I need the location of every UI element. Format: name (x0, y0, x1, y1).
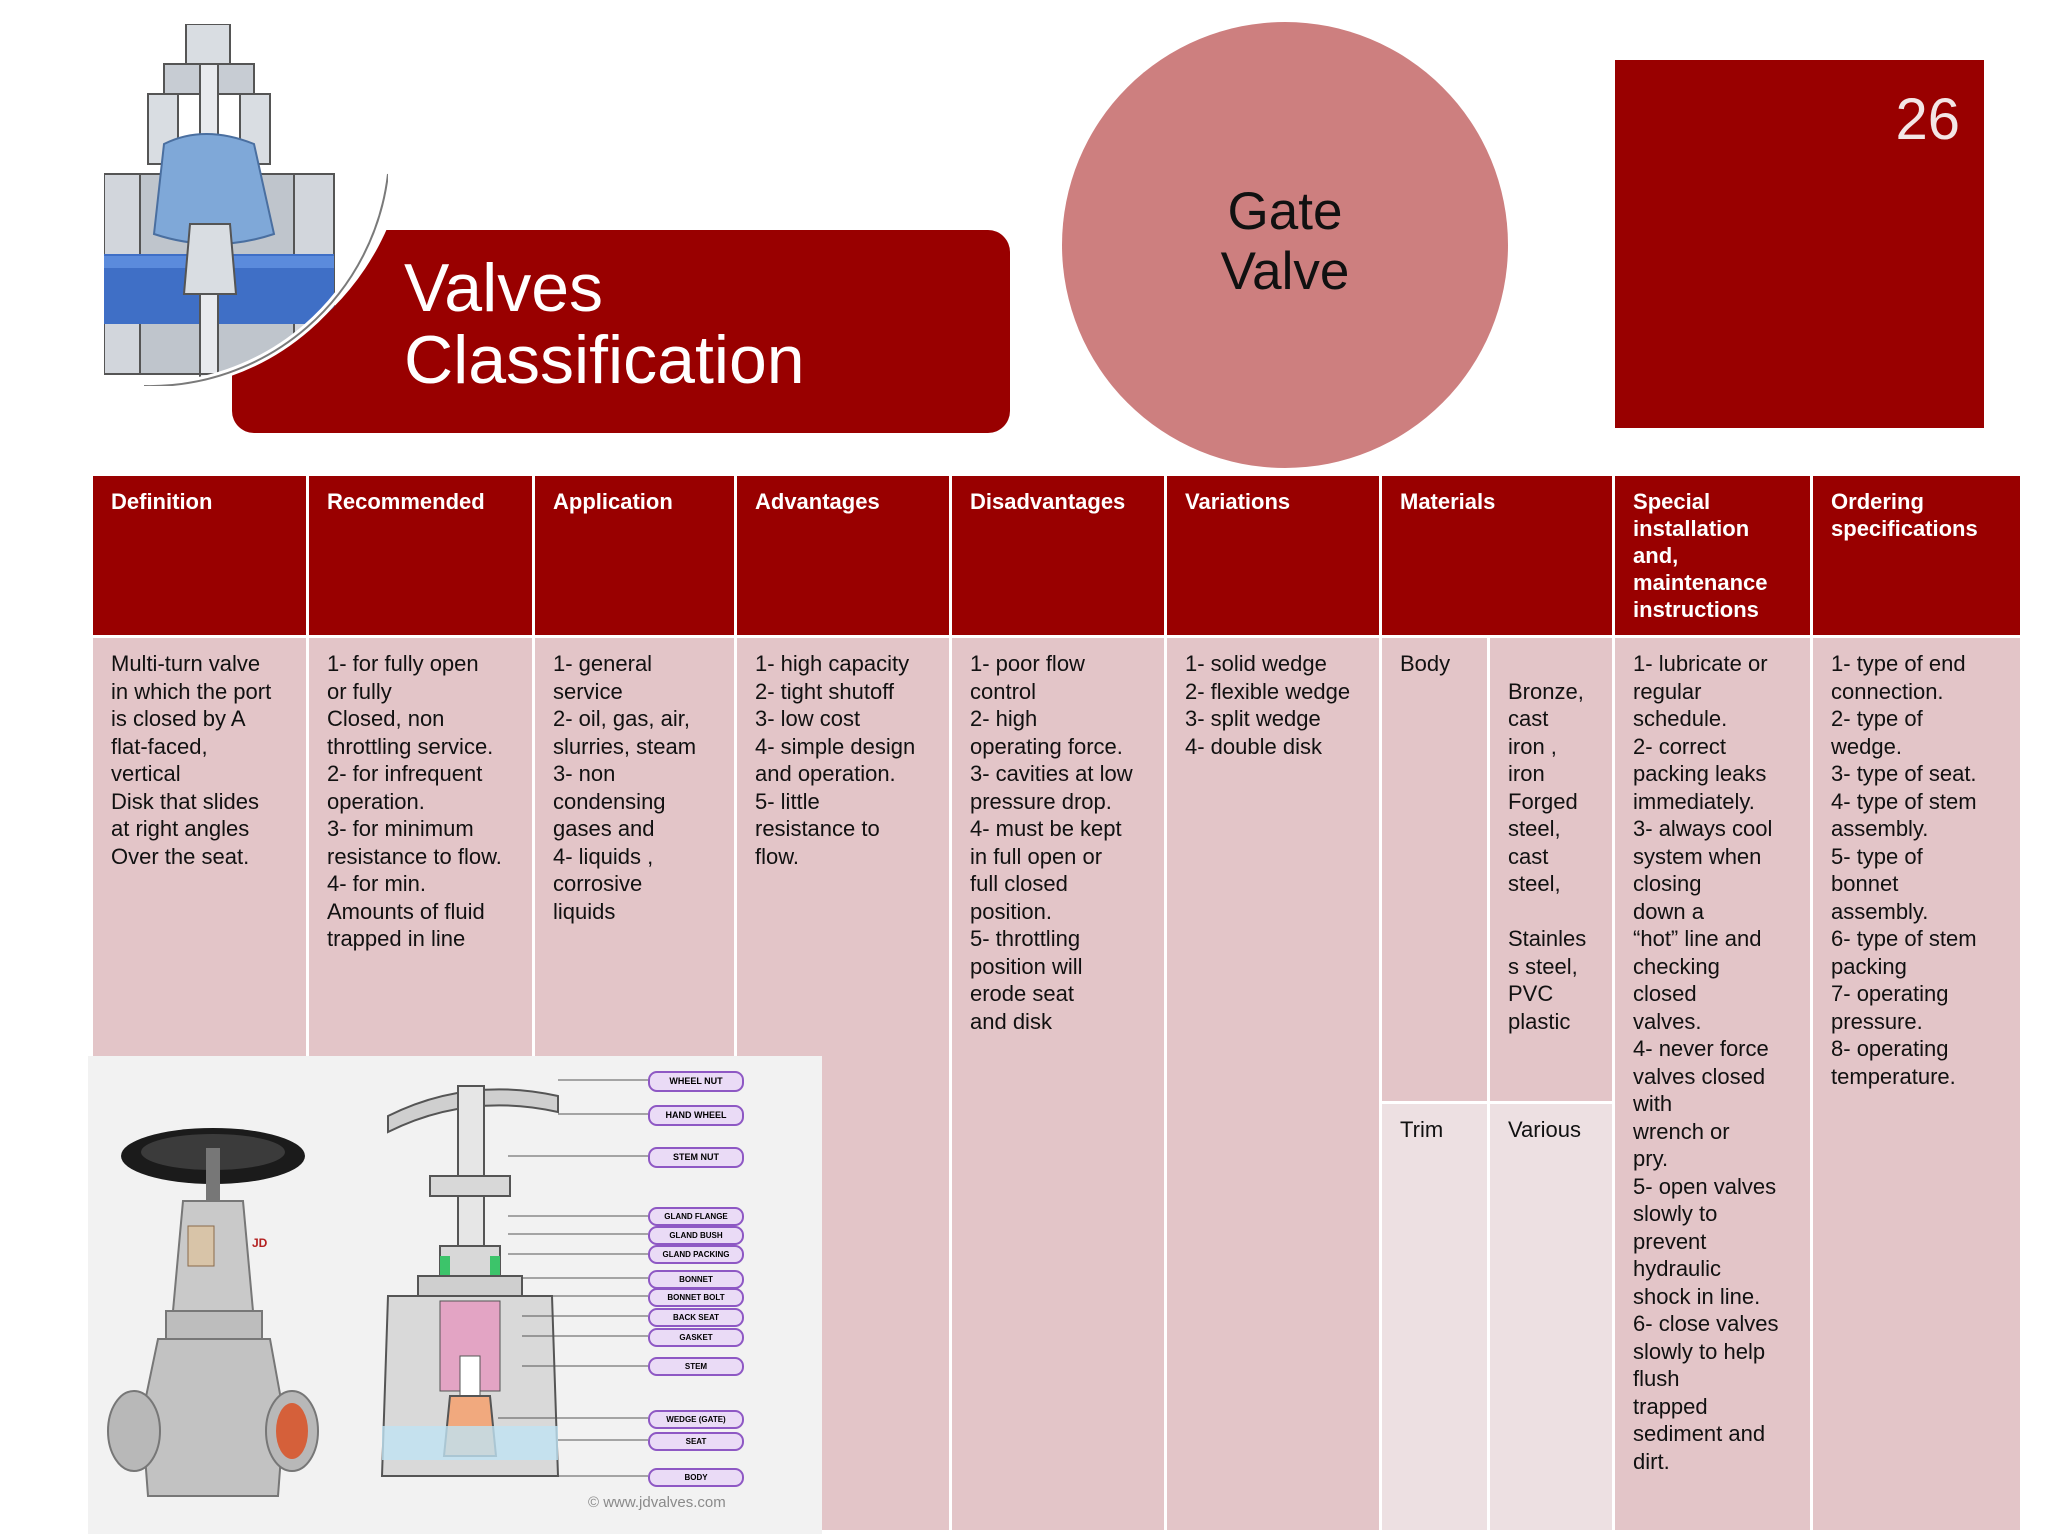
slide-title: Valves Classification (404, 250, 805, 398)
diagram-label: HAND WHEEL (648, 1105, 744, 1126)
diagram-label: BONNET (648, 1270, 744, 1289)
header-recommended: Recommended (309, 476, 532, 635)
cell-special-instructions: 1- lubricate or regular schedule. 2- cor… (1615, 638, 1811, 1530)
cell-variations: 1- solid wedge 2- flexible wedge 3- spli… (1167, 638, 1379, 1530)
header-variations: Variations (1167, 476, 1379, 635)
diagram-label: GASKET (648, 1328, 744, 1347)
diagram-label: BODY (648, 1468, 744, 1487)
diagram-watermark: © www.jdvalves.com (588, 1494, 726, 1511)
cell-materials-trim-value: Various (1490, 1104, 1613, 1530)
diagram-label: WHEEL NUT (648, 1071, 744, 1092)
page-number: 26 (1895, 87, 1960, 152)
table-row: Multi-turn valve in which the port is cl… (93, 638, 2021, 1530)
diagram-label: STEM (648, 1357, 744, 1376)
subject-circle (1062, 22, 1508, 468)
diagram-label: GLAND PACKING (648, 1245, 744, 1264)
header-application: Application (535, 476, 734, 635)
subject-label: Gate Valve (1220, 182, 1350, 301)
header-special-instructions: Special installation and, maintenance in… (1615, 476, 1811, 635)
cell-materials-body-label: Body (1382, 638, 1487, 1101)
header-materials: Materials (1382, 476, 1613, 635)
diagram-label: BONNET BOLT (648, 1288, 744, 1307)
gate-valve-diagram: WHEEL NUT HAND WHEEL STEM NUT GLAND FLAN… (88, 1056, 822, 1534)
diagram-label: BACK SEAT (648, 1308, 744, 1327)
cell-disadvantages: 1- poor flow control 2- high operating f… (952, 638, 1164, 1530)
diagram-label: SEAT (648, 1432, 744, 1451)
diagram-label: GLAND BUSH (648, 1226, 744, 1245)
jd-badge: JD (252, 1236, 268, 1250)
table-header-row: Definition Recommended Application Advan… (93, 476, 2021, 635)
diagram-label: STEM NUT (648, 1147, 744, 1168)
header-advantages: Advantages (737, 476, 949, 635)
cell-ordering: 1- type of end connection. 2- type of we… (1813, 638, 2021, 1530)
header-ordering: Ordering specifications (1813, 476, 2021, 635)
diagram-label: GLAND FLANGE (648, 1207, 744, 1226)
header-disadvantages: Disadvantages (952, 476, 1164, 635)
valve-cutaway-image (104, 24, 388, 386)
cell-materials-trim-label: Trim (1382, 1104, 1487, 1530)
header-definition: Definition (93, 476, 306, 635)
table-row: Trim Various (93, 1104, 2020, 1530)
page-number-box (1615, 60, 1984, 428)
cell-materials-body-value: Bronze, cast iron , iron Forged steel, c… (1490, 638, 1613, 1101)
diagram-label: WEDGE (GATE) (648, 1410, 744, 1429)
